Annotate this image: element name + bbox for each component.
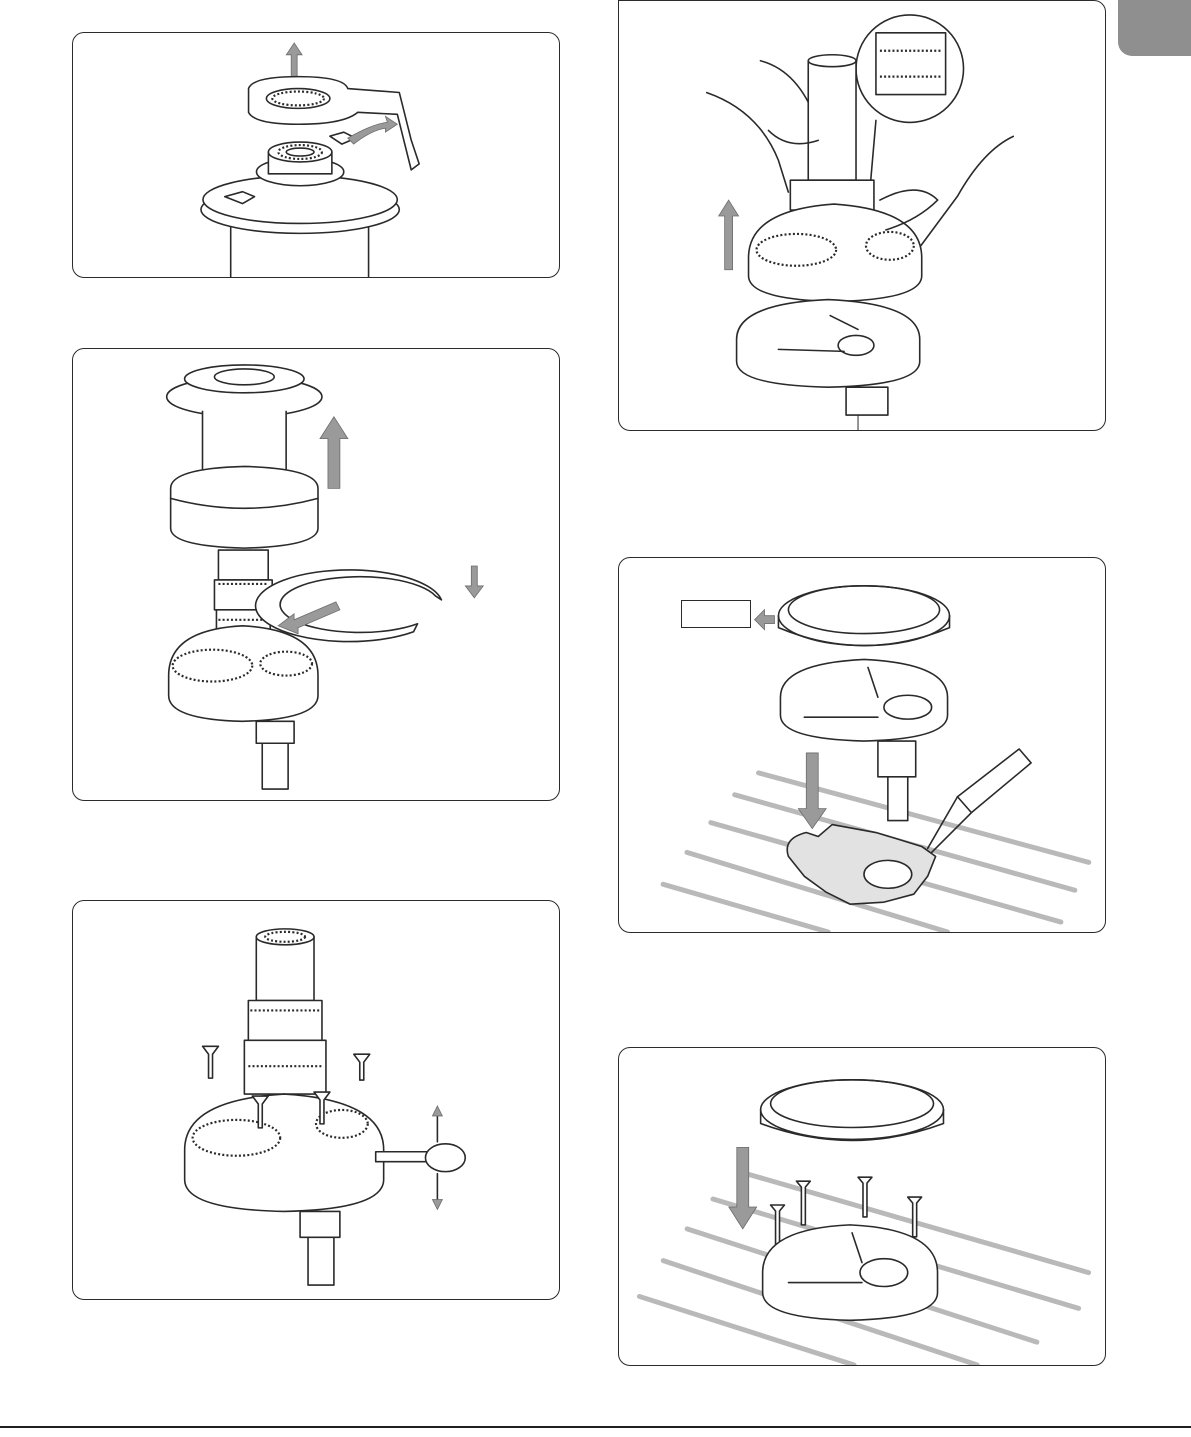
figure-stripper-arm-removal bbox=[72, 32, 560, 278]
figure-drum-and-ring-removal bbox=[72, 348, 560, 801]
up-arrow-icon bbox=[719, 200, 739, 270]
curved-arrow-icon bbox=[348, 116, 398, 144]
chapter-tab bbox=[1118, 0, 1191, 56]
up-arrow-icon bbox=[432, 1106, 442, 1116]
down-arrow-icon bbox=[465, 566, 483, 598]
figure-gear-cage-lift-out bbox=[618, 0, 1106, 431]
figure-gearbox-screws-and-handle bbox=[72, 900, 560, 1300]
screw-icon bbox=[203, 1046, 219, 1078]
figure-base-plate-screw-refit bbox=[618, 1047, 1106, 1366]
down-arrow-icon bbox=[729, 1147, 757, 1228]
up-arrow-icon bbox=[320, 417, 348, 489]
screw-refit-illustration bbox=[619, 1048, 1105, 1365]
screw-icon bbox=[908, 1197, 922, 1237]
screw-icon bbox=[354, 1054, 370, 1080]
down-arrow-icon bbox=[432, 1200, 442, 1210]
right-arrow-icon bbox=[755, 610, 775, 630]
footer-rule bbox=[0, 1426, 1191, 1428]
stripper-arm-illustration bbox=[73, 33, 559, 277]
grease-label-box bbox=[681, 600, 751, 628]
gear-cage-illustration bbox=[619, 1, 1105, 430]
drum-removal-illustration bbox=[73, 349, 559, 800]
figure-base-plate-gasket-sealant bbox=[618, 557, 1106, 933]
gearbox-screws-illustration bbox=[73, 901, 559, 1299]
